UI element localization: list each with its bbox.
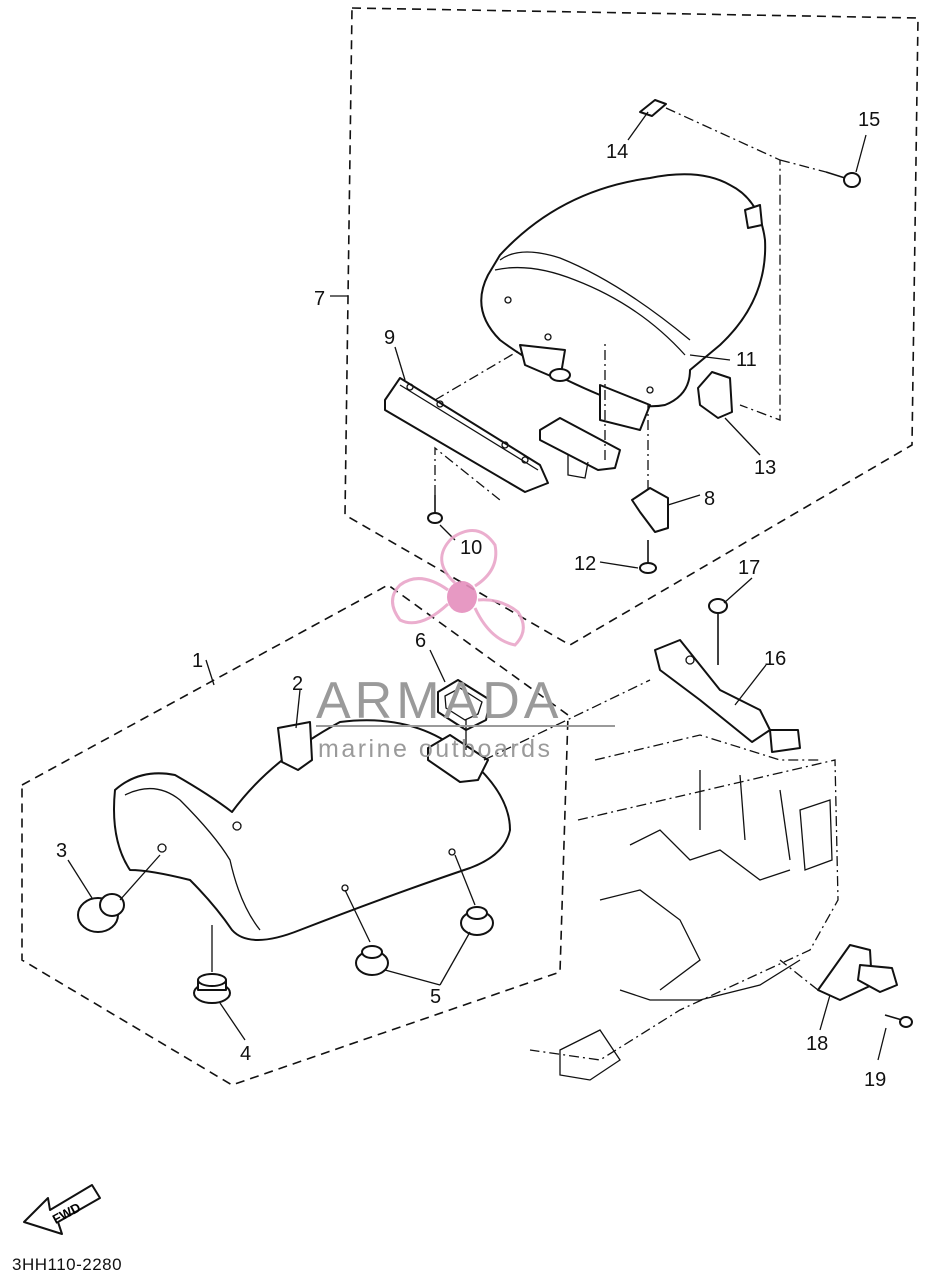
clip-14 bbox=[639, 99, 667, 117]
callout-labels: 1 2 3 4 5 6 7 8 9 10 11 12 13 14 15 16 1… bbox=[56, 109, 886, 1091]
callout-12: 12 bbox=[574, 553, 596, 575]
callout-4: 4 bbox=[240, 1043, 251, 1065]
callout-19: 19 bbox=[864, 1069, 886, 1091]
frame-outline bbox=[529, 734, 839, 1081]
callout-17: 17 bbox=[738, 557, 760, 579]
propeller-logo-icon bbox=[391, 529, 525, 647]
callout-3: 3 bbox=[56, 840, 67, 862]
key-lock-18-part bbox=[817, 944, 898, 1001]
bolt-10 bbox=[427, 495, 443, 524]
bracket-8-part bbox=[631, 487, 669, 533]
callout-6: 6 bbox=[415, 630, 426, 652]
document-code: 3HH110-2280 bbox=[12, 1255, 123, 1274]
callout-10: 10 bbox=[460, 537, 482, 559]
leader-lines bbox=[67, 107, 887, 1061]
callout-9: 9 bbox=[384, 327, 395, 349]
front-seat-part bbox=[113, 719, 511, 941]
callout-18: 18 bbox=[806, 1033, 828, 1055]
callout-16: 16 bbox=[764, 648, 786, 670]
rear-seat-group-boundary bbox=[344, 7, 919, 646]
bracket-13-part bbox=[697, 371, 733, 419]
damper-5-right bbox=[460, 906, 494, 936]
rear-seat-part bbox=[480, 173, 767, 431]
damper-4-part bbox=[193, 973, 231, 1004]
forward-arrow-icon: FWD bbox=[23, 1184, 101, 1235]
latch-plate bbox=[427, 734, 489, 783]
damper-6-part bbox=[437, 679, 491, 731]
callout-15: 15 bbox=[858, 109, 880, 131]
front-seat-group-boundary bbox=[21, 584, 569, 1086]
damper-5-left bbox=[355, 945, 389, 976]
tab-2-part bbox=[277, 721, 313, 771]
screw-19 bbox=[884, 1014, 913, 1028]
callout-2: 2 bbox=[292, 673, 303, 695]
callout-13: 13 bbox=[754, 457, 776, 479]
bolt-17 bbox=[708, 598, 728, 614]
damper-3-part bbox=[77, 893, 125, 933]
callout-8: 8 bbox=[704, 488, 715, 510]
watermark-tagline: marine outboards bbox=[318, 735, 553, 763]
callout-5: 5 bbox=[430, 986, 441, 1008]
bolt-15 bbox=[825, 171, 861, 188]
bolt-12 bbox=[639, 540, 657, 574]
armada-watermark: ARMADA marine outboards bbox=[316, 529, 615, 763]
forward-arrow-label: FWD bbox=[50, 1200, 83, 1227]
callout-1: 1 bbox=[192, 650, 203, 672]
hook-part bbox=[567, 455, 589, 479]
watermark-brand: ARMADA bbox=[316, 672, 562, 730]
rear-bracket-part bbox=[384, 377, 549, 493]
callout-7: 7 bbox=[314, 288, 325, 310]
callout-11: 11 bbox=[736, 349, 757, 371]
seat-lock-16-part bbox=[654, 612, 801, 753]
plate-part bbox=[539, 417, 621, 471]
callout-14: 14 bbox=[606, 141, 628, 163]
